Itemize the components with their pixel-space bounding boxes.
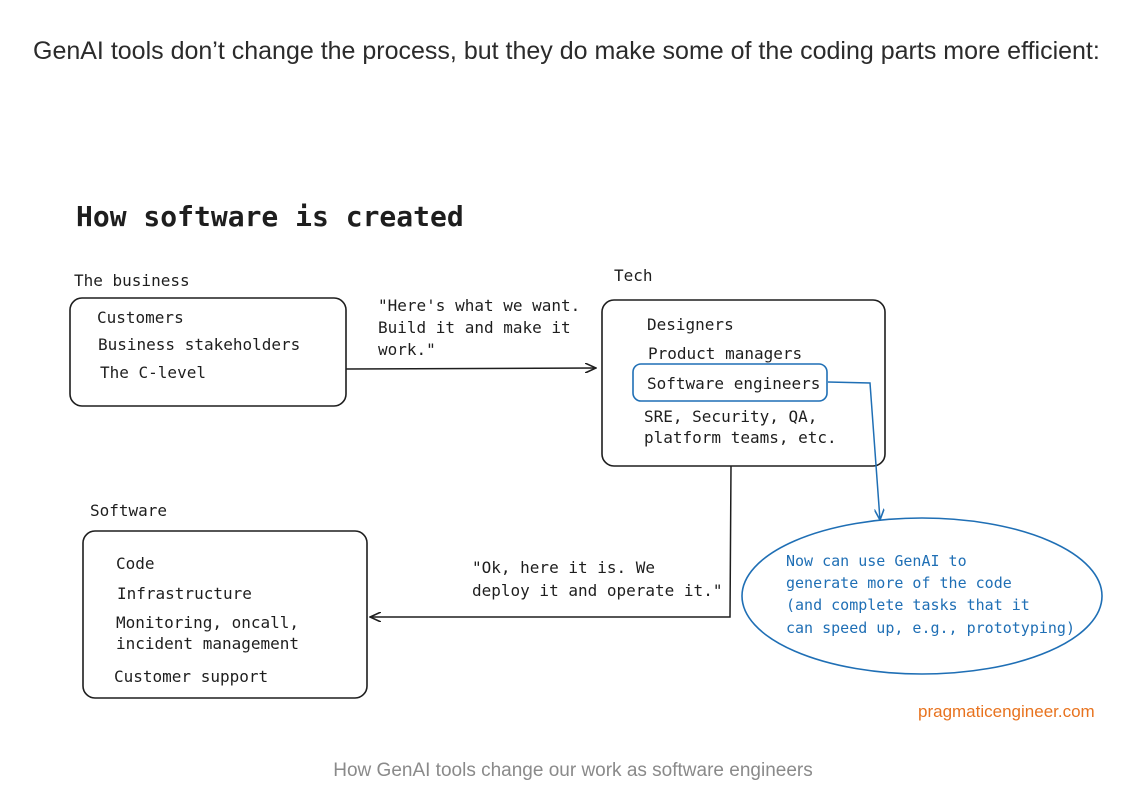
genai-note-line: (and complete tasks that it	[786, 596, 1030, 614]
genai-arrow	[827, 381, 880, 520]
deploy-quote-line: deploy it and operate it."	[472, 581, 722, 600]
watermark: pragmaticengineer.com	[918, 702, 1095, 721]
genai-note-line: generate more of the code	[786, 574, 1012, 592]
tech-item: Product managers	[648, 344, 802, 363]
tech-extra-line: SRE, Security, QA,	[644, 407, 817, 426]
software-item: incident management	[116, 634, 299, 653]
software-item: Code	[116, 554, 155, 573]
request-quote-line: work."	[378, 340, 436, 359]
business-label: The business	[74, 271, 190, 290]
business-item: Business stakeholders	[98, 335, 300, 354]
business-item: The C-level	[100, 363, 206, 382]
business-item: Customers	[97, 308, 184, 327]
deploy-arrow	[370, 465, 732, 617]
software-label: Software	[90, 501, 167, 520]
software-item: Monitoring, oncall,	[116, 613, 299, 632]
genai-note-line: can speed up, e.g., prototyping)	[786, 619, 1075, 637]
software-box	[82, 530, 368, 699]
tech-box	[601, 299, 886, 467]
figure-caption: How GenAI tools change our work as softw…	[333, 760, 813, 781]
software-engineers-highlight	[632, 363, 828, 402]
request-arrow	[345, 368, 596, 369]
intro-paragraph: GenAI tools don’t change the process, bu…	[33, 37, 1100, 65]
tech-item-highlighted: Software engineers	[647, 374, 820, 393]
request-quote-line: "Here's what we want.	[378, 296, 580, 315]
request-quote-line: Build it and make it	[378, 318, 571, 337]
software-item: Infrastructure	[117, 584, 252, 603]
tech-extra-line: platform teams, etc.	[644, 428, 837, 447]
deploy-quote-line: "Ok, here it is. We	[472, 558, 655, 577]
software-item: Customer support	[114, 667, 268, 686]
business-box	[69, 297, 347, 407]
diagram-title: How software is created	[76, 200, 464, 233]
tech-label: Tech	[614, 266, 653, 285]
genai-note-ellipse	[741, 517, 1103, 675]
tech-item: Designers	[647, 315, 734, 334]
genai-note-line: Now can use GenAI to	[786, 552, 967, 570]
